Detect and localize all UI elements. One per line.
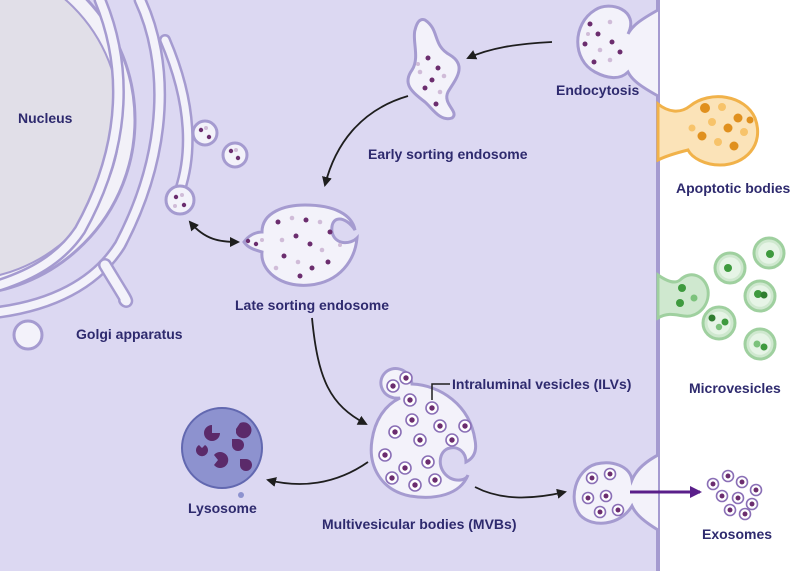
ilv-core xyxy=(409,417,415,423)
endoplasmic-reticulum xyxy=(0,0,194,319)
exosomes-label: Exosomes xyxy=(702,526,773,542)
ilv-core xyxy=(403,375,409,381)
ilv-core xyxy=(412,482,418,488)
late-sorting-endosome xyxy=(242,203,359,287)
ilv-core xyxy=(437,423,443,429)
ilv-core xyxy=(402,465,408,471)
microvesicle-cargo xyxy=(754,290,762,298)
ilv-core xyxy=(407,397,413,403)
exosome-core xyxy=(735,495,741,501)
microvesicles-label: Microvesicles xyxy=(689,380,781,396)
ilv-core xyxy=(390,383,396,389)
ilv-core xyxy=(382,452,388,458)
microvesicle-cargo xyxy=(760,343,768,351)
exosome-core xyxy=(753,487,759,493)
lysosome xyxy=(181,407,263,498)
exosome-core xyxy=(585,495,591,501)
exosome-core xyxy=(607,471,613,477)
microvesicle-cargo xyxy=(708,314,716,322)
exosome-core xyxy=(615,507,621,513)
microvesicle-cargo xyxy=(753,340,761,348)
nucleus-label: Nucleus xyxy=(18,110,73,126)
endocytosis-label: Endocytosis xyxy=(556,82,640,98)
golgi-label: Golgi apparatus xyxy=(76,326,183,342)
early-endosome-label: Early sorting endosome xyxy=(368,146,528,162)
exosome-core xyxy=(727,507,733,513)
ilv-core xyxy=(462,423,468,429)
arrow-mvb-to-exosome-bud xyxy=(474,486,567,499)
nucleus xyxy=(0,0,137,292)
microvesicle-cargo xyxy=(721,318,729,326)
exosome-core xyxy=(719,493,725,499)
golgi-vesicle xyxy=(12,319,44,351)
ilv-core xyxy=(449,437,455,443)
lysosome-label: Lysosome xyxy=(188,500,257,516)
mvbs-label: Multivesicular bodies (MVBs) xyxy=(322,516,517,532)
exosome-core xyxy=(589,475,595,481)
arrow-late-to-mvb xyxy=(311,317,368,425)
microvesicle-bud xyxy=(656,272,710,321)
exosome-core xyxy=(749,501,755,507)
arrow-early-to-late xyxy=(322,95,409,187)
ilv-core xyxy=(389,475,395,481)
ilvs-label: Intraluminal vesicles (ILVs) xyxy=(452,376,632,392)
early-sorting-endosome xyxy=(406,18,461,121)
exosome-core xyxy=(710,481,716,487)
exosomes-in-bud xyxy=(581,467,625,519)
microvesicle-cargo xyxy=(715,323,723,331)
microvesicles-released xyxy=(701,236,786,361)
ilv-core xyxy=(425,459,431,465)
arrow-golgi-late xyxy=(188,220,240,247)
microvesicle-cargo xyxy=(760,291,768,299)
ilv-callout-line xyxy=(431,383,450,400)
microvesicle-cargo xyxy=(724,264,732,272)
exosomes-released xyxy=(706,469,763,521)
ilv-core xyxy=(392,429,398,435)
exosome-core xyxy=(597,509,603,515)
apoptotic-bodies-label: Apoptotic bodies xyxy=(676,180,791,196)
arrow-mvb-to-lysosome xyxy=(266,461,369,487)
ilv-core xyxy=(432,477,438,483)
endocytosis-vesicle xyxy=(576,4,659,98)
golgi-transport-vesicles xyxy=(164,119,249,216)
late-endosome-label: Late sorting endosome xyxy=(235,297,390,313)
exosome-core xyxy=(603,493,609,499)
arrow-endocytosis-to-early xyxy=(466,41,553,60)
exosome-core xyxy=(739,479,745,485)
ilv-core xyxy=(417,437,423,443)
ilv-core xyxy=(429,405,435,411)
exosome-core xyxy=(725,473,731,479)
exosome-core xyxy=(742,511,748,517)
ilv-group xyxy=(378,371,472,492)
microvesicle-cargo xyxy=(766,250,774,258)
apoptotic-body xyxy=(656,95,760,167)
